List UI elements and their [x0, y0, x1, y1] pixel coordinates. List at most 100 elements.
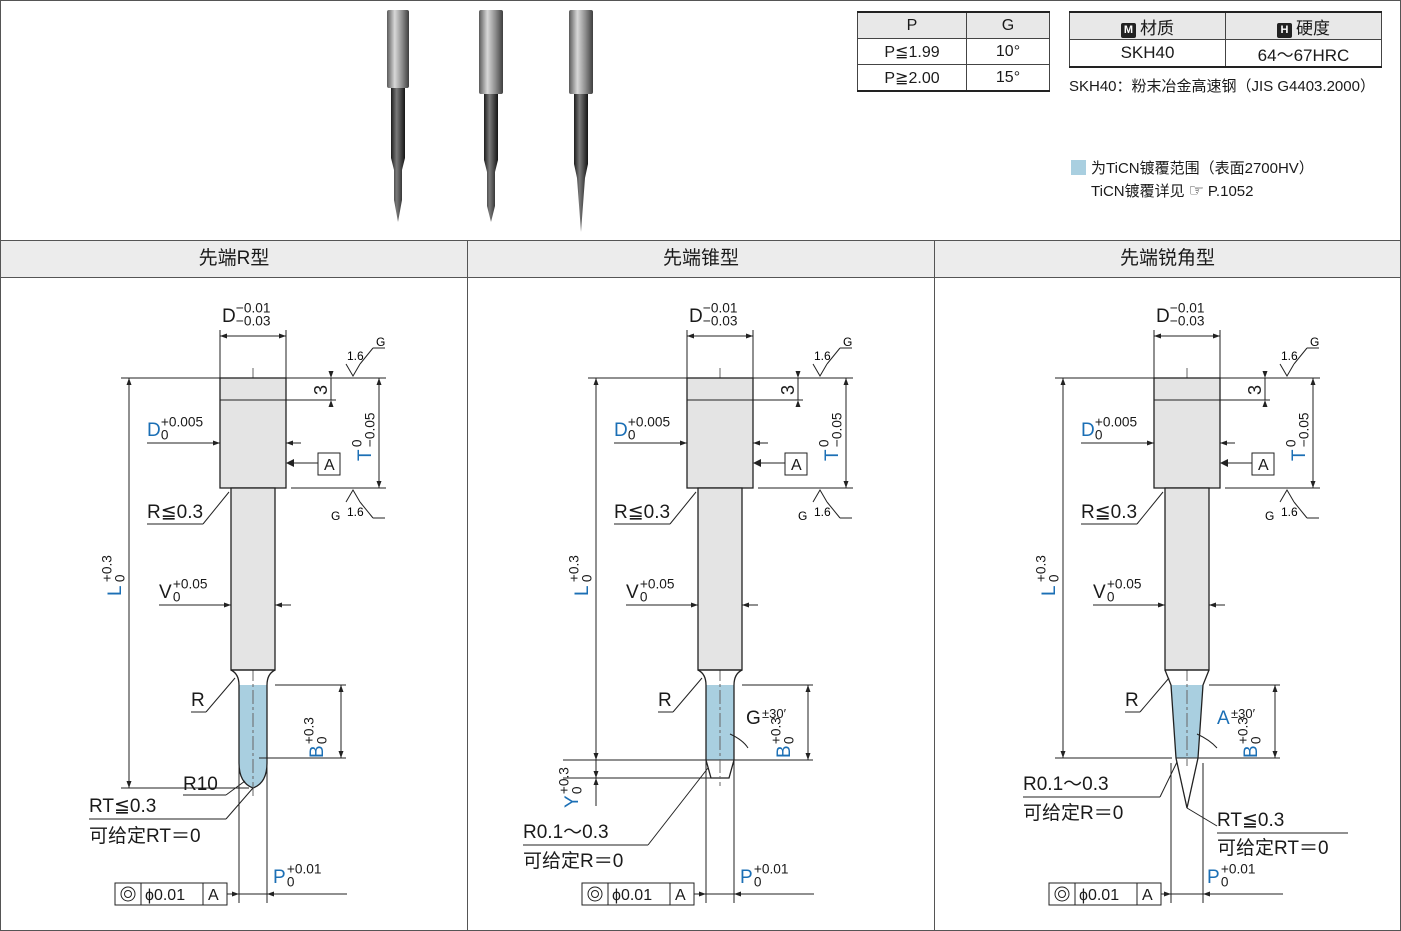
roughness-bottom-mark: [812, 489, 828, 503]
concentricity-symbol-icon: [1054, 886, 1070, 902]
material-note: SKH40：粉末冶金高速钢（JIS G4403.2000）: [1069, 78, 1375, 95]
dim-d-head-symbol: D: [147, 420, 161, 441]
dim-arrow: [1262, 371, 1268, 378]
dim-arrow: [338, 751, 344, 758]
dim-arrow: [1272, 685, 1278, 692]
dim-arrow: [843, 481, 849, 488]
dim-arrow: [699, 891, 706, 897]
step-r-label: R: [1125, 690, 1139, 711]
datum-triangle: [1220, 459, 1228, 467]
dim-d-main-lower: −0.03: [1170, 313, 1205, 328]
roughness-top-mark: [1279, 363, 1295, 377]
hardness-value: 64～67HRC: [1225, 39, 1382, 68]
dim-arrow: [1272, 751, 1278, 758]
dim-arrow: [805, 685, 811, 692]
r-note: R0.1～0.3: [523, 822, 609, 843]
roughness-top-value: 1.6: [347, 349, 364, 363]
dim-d-main-lower: −0.03: [703, 313, 738, 328]
dim-t-symbol: T: [822, 449, 843, 461]
angle-a-label: A: [1217, 708, 1230, 729]
roughness-top-mark: [812, 363, 828, 377]
roughness-top-leader: [1293, 347, 1308, 365]
dim-3: 3: [1245, 385, 1265, 395]
roughness-top-g: G: [1310, 335, 1319, 349]
dim-t-upper: 0: [1284, 439, 1299, 447]
dim-d-head-symbol: D: [1081, 420, 1095, 441]
fillet-leader: [1136, 491, 1164, 525]
section-header-cone-type: 先端锥型: [467, 240, 935, 278]
roughness-top-mark: [345, 363, 361, 377]
dim-arrow: [338, 685, 344, 692]
fillet-note: R≦0.3: [147, 502, 203, 523]
r-note2: 可给定R＝0: [523, 850, 623, 872]
concentricity-symbol-icon-inner: [1058, 890, 1066, 898]
step-r-label: R: [658, 690, 672, 711]
dim-arrow: [1158, 602, 1165, 608]
dim-l-upper: +0.3: [100, 555, 115, 582]
dim-p-symbol: P: [1207, 867, 1220, 888]
coating-note-2: TiCN镀覆详见☞P.1052: [1091, 180, 1253, 201]
rt-leader: [225, 787, 254, 820]
angle-g-tol: ±30′: [762, 706, 787, 721]
roughness-top-value: 1.6: [814, 349, 831, 363]
dim-t-lower: −0.05: [829, 412, 844, 447]
concentricity-symbol-icon-inner: [124, 890, 132, 898]
dim-arrow: [1310, 481, 1316, 488]
datum-triangle: [286, 459, 294, 467]
dim-arrow: [734, 891, 741, 897]
dim-arrow: [753, 440, 760, 446]
dim-v-lower: 0: [173, 589, 181, 604]
dim-l: L+0.30: [100, 555, 128, 596]
dim-d-main: D−0.01−0.03: [1156, 301, 1205, 329]
dim-v-upper: +0.05: [640, 577, 675, 592]
dim-d-head-lower: 0: [628, 427, 636, 442]
fcf-datum: A: [675, 887, 686, 904]
dim-d-main-symbol: D: [222, 306, 236, 327]
fcf-frame: [1048, 882, 1162, 906]
r-leader: [647, 767, 709, 846]
dim-t: T0−0.05: [817, 412, 845, 461]
pitch-row1-p: P≦1.99: [857, 38, 967, 65]
dim-arrow: [286, 440, 293, 446]
dim-arrow: [279, 333, 286, 339]
fillet-leader: [669, 491, 697, 525]
dim-b: B+0.30: [302, 717, 330, 758]
r10-label: R10: [183, 774, 218, 795]
dim-l-symbol: L: [105, 585, 126, 596]
roughness-bottom-g: G: [798, 509, 807, 523]
hardness-badge-icon: H: [1277, 22, 1292, 38]
datum-box: [784, 452, 808, 476]
dim-arrow: [376, 378, 382, 385]
fcf-datum: A: [1142, 887, 1153, 904]
pitch-row2-g: 15°: [966, 64, 1050, 92]
dim-arrow: [376, 481, 382, 488]
concentricity-symbol-icon-inner: [591, 890, 599, 898]
photo-pin-cone-type: [479, 10, 503, 222]
dim-v: V+0.050: [1093, 577, 1142, 605]
dim-p: P+0.010: [273, 862, 322, 890]
fcf-frame: [581, 882, 695, 906]
dim-l-upper: +0.3: [1034, 555, 1049, 582]
dim-arrow: [1209, 602, 1216, 608]
dim-d-head-upper: +0.005: [628, 415, 671, 430]
angle-arc: [729, 733, 749, 749]
roughness-bottom: 1.6G: [798, 489, 852, 523]
dim-v-symbol: V: [1093, 582, 1106, 603]
pin-head: [1153, 377, 1221, 489]
coating-ref-link[interactable]: P.1052: [1207, 183, 1254, 200]
dim-arrow: [680, 440, 687, 446]
rt-leader: [1186, 807, 1218, 827]
pitch-row2-p: P≧2.00: [857, 64, 967, 92]
photo-pin-r-type: [387, 10, 409, 222]
pitch-row1-g: 10°: [966, 38, 1050, 65]
dim-b: B+0.30: [769, 717, 797, 758]
coating-note-text2: TiCN镀覆详见: [1091, 183, 1185, 200]
dim-b-upper: +0.3: [769, 717, 784, 744]
angle-a-tol: ±30′: [1231, 706, 1256, 721]
dim-arrow: [224, 602, 231, 608]
dim-arrow: [795, 400, 801, 407]
dim-arrow: [691, 602, 698, 608]
drawing-r-type: D−0.01−0.03L+0.30D+0.00503T0−0.051.6G1.6…: [89, 301, 386, 906]
